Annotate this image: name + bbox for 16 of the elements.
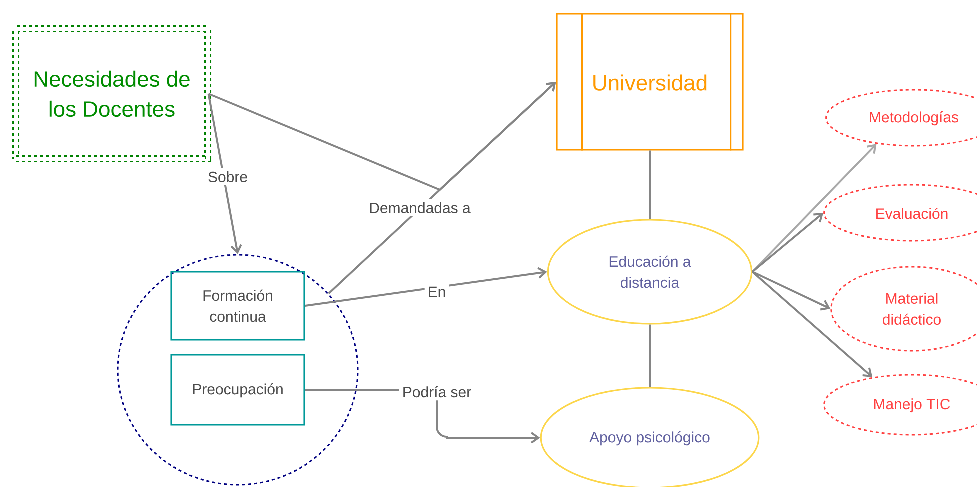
concept-box: Formación continua	[170, 271, 306, 341]
concept-box: Preocupación	[170, 354, 306, 426]
concept-box: Universidad	[556, 13, 744, 151]
arrow	[752, 213, 824, 273]
arrow	[305, 267, 548, 307]
arrow	[752, 271, 831, 311]
arrow	[752, 271, 873, 378]
edge-label: Demandadas a	[366, 200, 474, 216]
arrow	[208, 94, 242, 254]
concept-box: Necesidades de los Docentes	[12, 26, 212, 162]
edge-label: Podría ser	[399, 383, 475, 401]
edge-label: En	[424, 284, 450, 300]
arrow	[328, 82, 556, 294]
edge-label: Sobre	[205, 168, 252, 186]
group-ellipse	[117, 254, 359, 486]
arrow	[752, 144, 877, 273]
